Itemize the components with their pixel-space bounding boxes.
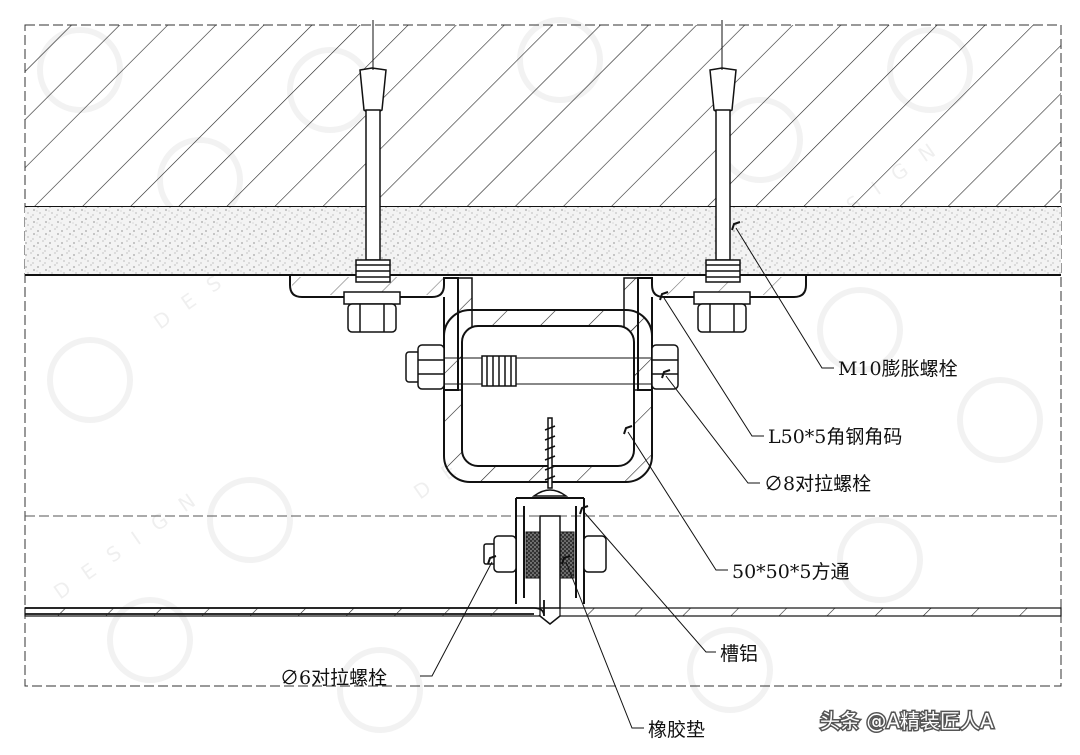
label-rubber-pad: 橡胶垫 <box>648 719 705 741</box>
tie-bolt-8 <box>405 344 679 390</box>
concrete-slab <box>25 25 1061 207</box>
rubber-pad-left <box>525 531 541 579</box>
rubber-pad-right <box>559 531 575 579</box>
label-aluminum-channel: 槽铝 <box>720 643 758 665</box>
self-tapping-screw <box>531 417 569 497</box>
plaster-layer <box>25 207 1061 275</box>
leader-tie-bolt-6 <box>420 561 493 677</box>
angle-bracket-left-fill <box>292 277 456 295</box>
leader-ticks <box>487 221 741 565</box>
label-square-tube: 50*50*5方通 <box>732 561 849 583</box>
label-expansion-bolt: M10膨胀螺栓 <box>838 358 958 380</box>
label-angle-steel: L50*5角钢角码 <box>768 426 902 448</box>
watermark-text: DESIGN <box>49 478 214 604</box>
label-tie-bolt-6: ∅6对拉螺栓 <box>280 667 387 689</box>
leader-tie-bolt-8 <box>665 375 760 484</box>
leader-expansion-bolt <box>735 227 834 369</box>
leader-channel <box>583 511 716 653</box>
leader-lines <box>420 227 834 729</box>
label-tie-bolt-8: ∅8对拉螺栓 <box>764 473 871 495</box>
leader-square-tube <box>627 431 728 571</box>
expansion-bolt-right <box>693 20 751 333</box>
leader-angle-steel <box>663 297 764 437</box>
leader-rubber-pad <box>565 561 644 729</box>
expansion-bolt-left <box>343 20 401 333</box>
credit-text: 头条 @A精装匠人A <box>820 709 994 733</box>
tie-bolt-6 <box>483 535 607 573</box>
angle-bracket-right-fill <box>640 277 804 295</box>
